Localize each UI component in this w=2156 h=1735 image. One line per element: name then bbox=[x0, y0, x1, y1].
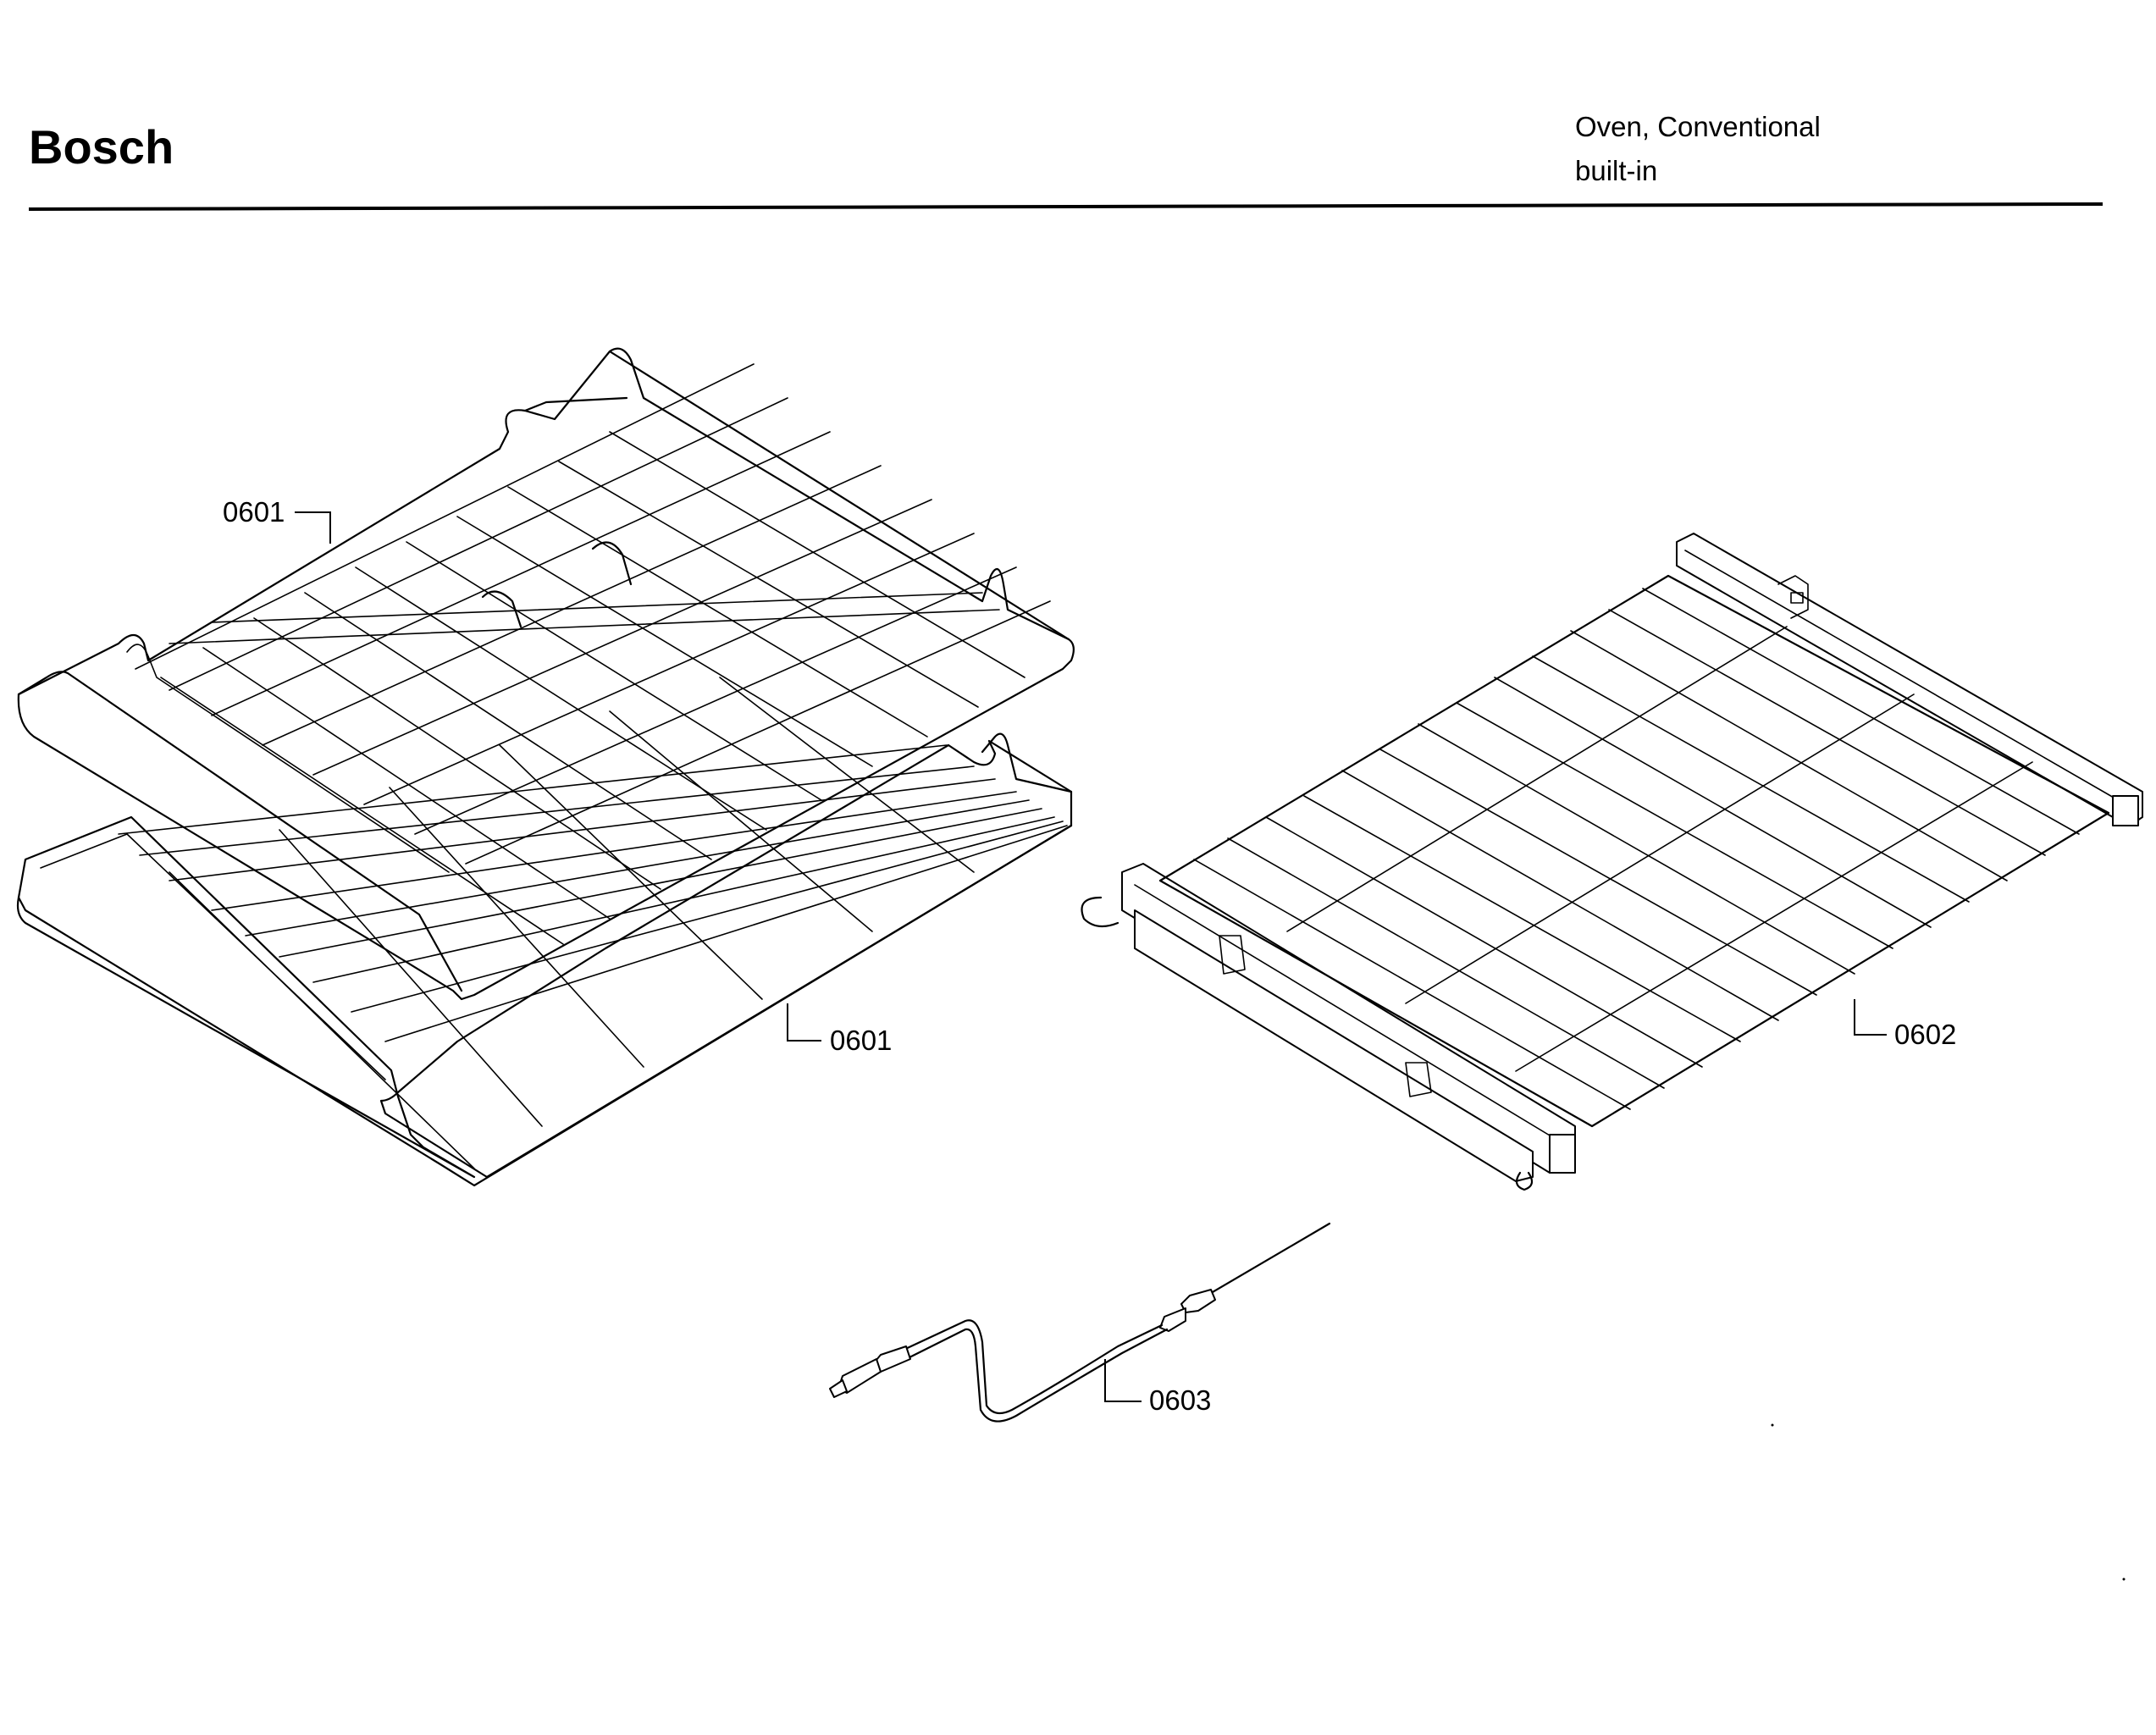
lower-rack-bottom-edge bbox=[17, 824, 1073, 1187]
probe-plug-end bbox=[829, 1379, 848, 1398]
lower-rack-long-wires bbox=[169, 677, 975, 1169]
leader-0601-upper bbox=[295, 511, 331, 544]
rack-back-slot bbox=[1790, 592, 1804, 604]
lower-rack-cross-wires bbox=[118, 744, 1068, 1042]
callout-0601-lower: 0601 bbox=[830, 1025, 892, 1056]
lower-rack-frame bbox=[379, 739, 1073, 1179]
upper-rack-guard-inner bbox=[126, 644, 450, 873]
speck bbox=[2122, 1578, 2126, 1581]
product-installation: built-in bbox=[1575, 155, 1657, 186]
rack-slide-bracket bbox=[1219, 935, 1246, 975]
rack-front-rail-end bbox=[1549, 1134, 1576, 1174]
upper-rack-frame bbox=[17, 350, 1075, 1001]
rack-back-rail-end bbox=[2112, 795, 2139, 826]
telescopic-rack bbox=[1081, 533, 2143, 1191]
upper-rack-front-guard bbox=[17, 671, 463, 992]
callout-0603: 0603 bbox=[1149, 1384, 1211, 1416]
rack-slide-stop bbox=[1515, 1171, 1534, 1191]
callouts: 0601 0601 0602 0603 bbox=[223, 496, 1956, 1416]
leader-0601-lower bbox=[787, 1003, 821, 1042]
upper-rack-cross-wires bbox=[160, 431, 1025, 945]
probe-tip bbox=[1205, 1222, 1331, 1297]
upper-rack-back-guard bbox=[608, 347, 1070, 641]
upper-rack-back-corner bbox=[523, 396, 628, 412]
header: Bosch Oven, Conventional built-in bbox=[28, 111, 2103, 211]
upper-wire-rack bbox=[17, 347, 1075, 1001]
speck bbox=[1771, 1423, 1774, 1427]
leader-0602 bbox=[1854, 999, 1887, 1036]
rack-back-bracket bbox=[1777, 575, 1809, 619]
lower-rack-guard-inner bbox=[40, 833, 386, 1080]
leader-0603 bbox=[1104, 1359, 1142, 1402]
probe-cable-outer bbox=[904, 1328, 1169, 1423]
rack-back-rail-edge bbox=[1684, 550, 2126, 805]
callout-0602: 0602 bbox=[1894, 1019, 1956, 1050]
rack-front-rail-edge bbox=[1134, 884, 1563, 1144]
probe-cable bbox=[900, 1319, 1164, 1415]
callout-0601-upper: 0601 bbox=[223, 496, 285, 528]
probe-collar-2 bbox=[1159, 1307, 1186, 1332]
upper-rack-mid-bump-2 bbox=[481, 590, 522, 628]
lower-rack-back-guard bbox=[981, 732, 1073, 793]
upper-rack-long-wires bbox=[135, 363, 1051, 865]
rack-slide-hook bbox=[1081, 896, 1119, 928]
header-rule bbox=[28, 202, 2103, 211]
rack-grid-wires bbox=[1193, 588, 2080, 1110]
product-type: Oven, Conventional bbox=[1575, 111, 1821, 142]
meat-probe bbox=[829, 1222, 1331, 1423]
rack-slide-rail bbox=[1134, 909, 1534, 1182]
lower-rack-front-guard bbox=[16, 815, 476, 1179]
rack-grid-frame bbox=[1158, 574, 2110, 1128]
brand-name: Bosch bbox=[29, 120, 174, 174]
rack-slide-bracket-2 bbox=[1405, 1062, 1432, 1097]
lower-wire-rack bbox=[16, 677, 1073, 1187]
